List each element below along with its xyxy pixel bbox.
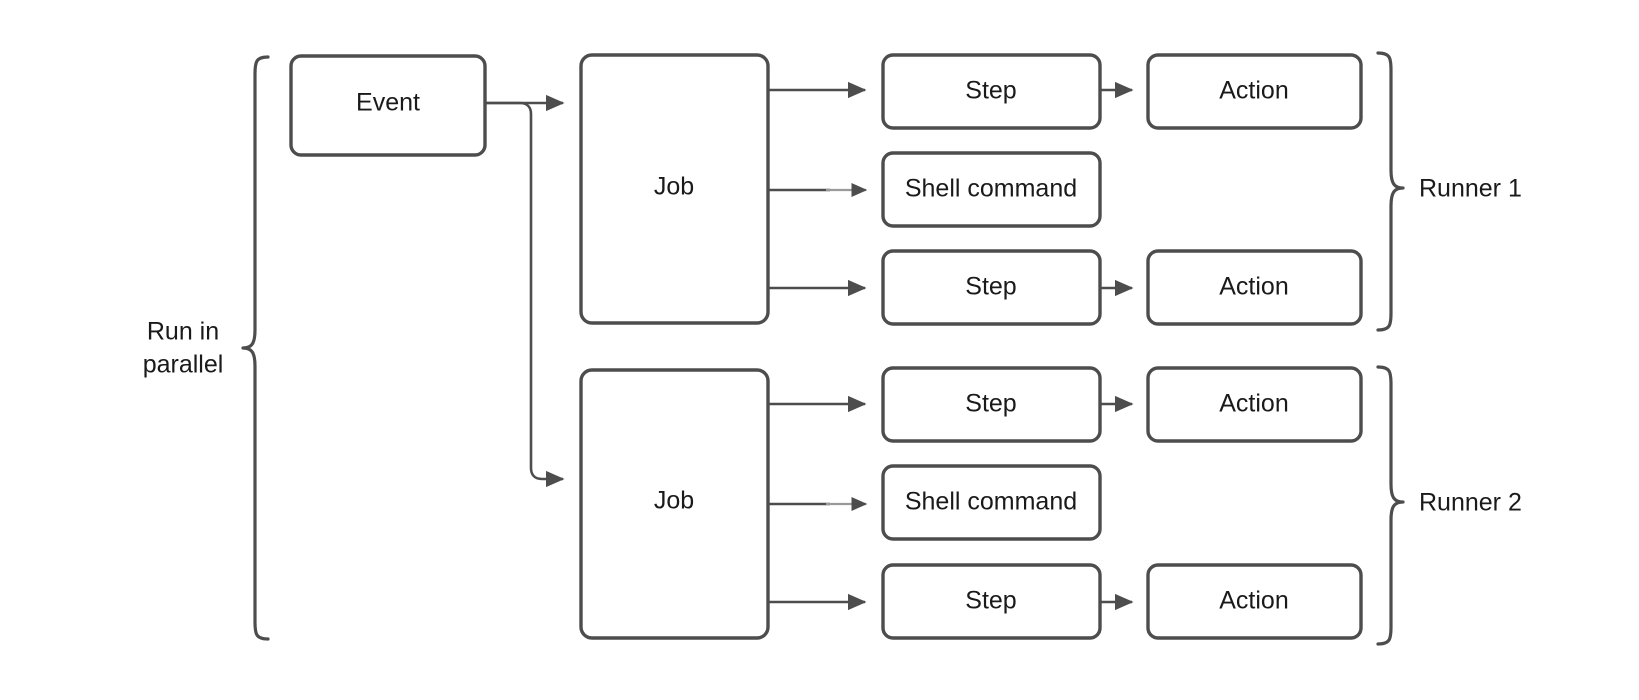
node-r2-step-1[interactable]: Step (881, 366, 1102, 443)
node-r1-action-1[interactable]: Action (1146, 53, 1363, 130)
runner1-group: Runner 1 (1376, 51, 1522, 332)
run-in-parallel-group: Run in parallel (143, 55, 270, 641)
r2-action2-label: Action (1219, 587, 1288, 615)
r2-action1-box[interactable] (1146, 366, 1363, 443)
runner2-brace (1376, 365, 1405, 646)
r2-shell-label: Shell command (905, 488, 1077, 516)
job1-box[interactable] (579, 53, 770, 325)
r2-step2-box[interactable] (881, 563, 1102, 640)
node-r1-step-1[interactable]: Step (881, 53, 1102, 130)
r1-step2-box[interactable] (881, 249, 1102, 326)
r2-step1-label: Step (965, 390, 1016, 418)
r1-shell-label: Shell command (905, 175, 1077, 203)
node-r1-action-2[interactable]: Action (1146, 249, 1363, 326)
job2-label: Job (654, 487, 694, 515)
runner2-group: Runner 2 (1376, 365, 1522, 646)
r2-action1-label: Action (1219, 390, 1288, 418)
runner1-brace (1376, 51, 1405, 332)
node-r2-action-1[interactable]: Action (1146, 366, 1363, 443)
run-in-parallel-label-line1: Run in (147, 318, 219, 346)
node-r2-step-2[interactable]: Step (881, 563, 1102, 640)
node-r2-shell-command[interactable]: Shell command (881, 464, 1102, 541)
r2-action2-box[interactable] (1146, 563, 1363, 640)
r1-step2-label: Step (965, 273, 1016, 301)
r1-action2-box[interactable] (1146, 249, 1363, 326)
event-label: Event (356, 89, 420, 117)
run-in-parallel-brace (241, 55, 270, 641)
r2-step1-box[interactable] (881, 366, 1102, 443)
node-r1-shell-command[interactable]: Shell command (881, 151, 1102, 228)
r2-shell-box[interactable] (881, 464, 1102, 541)
node-job-1[interactable]: Job (579, 53, 770, 325)
r1-action1-box[interactable] (1146, 53, 1363, 130)
node-job-2[interactable]: Job (579, 368, 770, 640)
runner2-label: Runner 2 (1419, 489, 1522, 517)
r1-action2-label: Action (1219, 273, 1288, 301)
run-in-parallel-label-line2: parallel (143, 351, 224, 379)
r1-step1-label: Step (965, 77, 1016, 105)
node-event[interactable]: Event (289, 54, 487, 157)
node-r1-step-2[interactable]: Step (881, 249, 1102, 326)
r1-step1-box[interactable] (881, 53, 1102, 130)
r1-shell-box[interactable] (881, 151, 1102, 228)
r1-action1-label: Action (1219, 77, 1288, 105)
node-r2-action-2[interactable]: Action (1146, 563, 1363, 640)
job1-label: Job (654, 173, 694, 201)
job2-box[interactable] (579, 368, 770, 640)
runner1-label: Runner 1 (1419, 175, 1522, 203)
event-box[interactable] (289, 54, 487, 157)
event-to-job2-connector (486, 101, 565, 488)
r2-step2-label: Step (965, 587, 1016, 615)
